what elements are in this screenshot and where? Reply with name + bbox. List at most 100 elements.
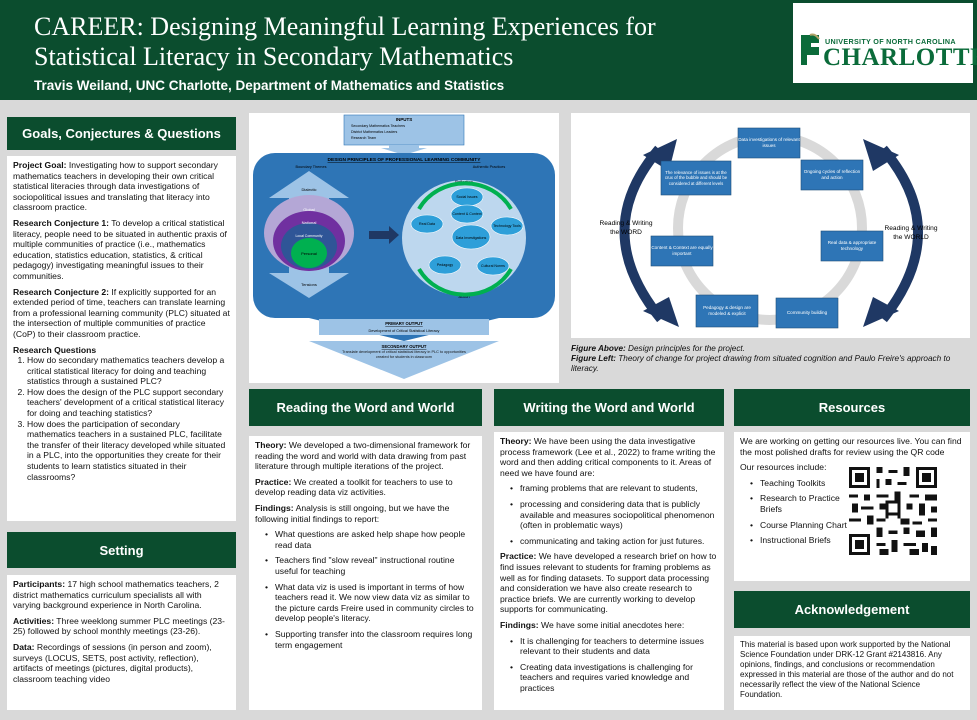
rc1-text: To develop a critical statistical litera… (13, 217, 227, 281)
node-real-data: Real data & appropriate technology (827, 240, 877, 251)
input-item: Research Team (351, 136, 376, 140)
node-content-context: Content & Context are equally important (651, 245, 713, 256)
secondary-output-title: SECONDARY OUTPUT (382, 344, 427, 349)
reading-practice-text: We created a toolkit for teachers to use… (255, 476, 453, 498)
logo-big-text: CHARLOTTE (823, 44, 977, 71)
writing-theory-label: Theory: (500, 436, 532, 446)
poster-authors: Travis Weiland, UNC Charlotte, Departmen… (34, 78, 505, 93)
primary-output-text: Development of Critical Statistical Lite… (369, 329, 440, 333)
rc1-label: Research Conjecture 1: (13, 217, 109, 228)
list-item: What data viz is used is important in te… (265, 582, 476, 624)
question-item: How does the participation of secondary … (27, 419, 230, 483)
secondary-output-text: Translate development of critical statis… (342, 350, 466, 359)
participants-label: Participants: (13, 579, 66, 589)
reading-practice-label: Practice: (255, 476, 292, 487)
goals-panel: Project Goal: Investigating how to suppo… (7, 156, 236, 521)
crown-icon (801, 33, 820, 65)
writing-practice-label: Practice: (500, 551, 537, 562)
resource-item[interactable]: Teaching Toolkits (750, 478, 862, 489)
qr-code[interactable] (849, 467, 937, 555)
layer-local: Local Community (295, 234, 322, 238)
reading-heading: Reading the Word and World (249, 389, 482, 426)
writing-theory-list: framing problems that are relevant to st… (510, 483, 718, 547)
poster-title: CAREER: Designing Meaningful Learning Ex… (34, 12, 656, 71)
node-content: Content & Context (452, 212, 481, 216)
resources-intro: We are working on getting our resources … (740, 436, 962, 457)
resources-heading: Resources (734, 389, 970, 426)
poster-header: CAREER: Designing Meaningful Learning Ex… (0, 0, 977, 100)
rq-label: Research Questions (13, 344, 97, 355)
writing-findings-list: It is challenging for teachers to determ… (510, 636, 718, 694)
reading-findings-text: Analysis is still ongoing, but we have t… (255, 502, 450, 524)
node-cultural: Cultural Norms (481, 264, 505, 268)
caption-above-label: Figure Above: (571, 344, 626, 353)
figure-caption: Figure Above: Design principles for the … (571, 344, 971, 374)
resource-item[interactable]: Research to Practice Briefs (750, 493, 862, 514)
logo-small-text: UNIVERSITY OF NORTH CAROLINA (825, 37, 956, 46)
activities-text: Three weeklong summer PLC meetings (23-2… (13, 615, 225, 637)
goals-heading: Goals, Conjectures & Questions (7, 117, 236, 150)
node-pedagogy: Pedagogy & design are modeled & explicit (703, 305, 751, 316)
caption-above-text: Design principles for the project. (625, 344, 745, 353)
list-item: What questions are asked help shape how … (265, 529, 476, 550)
research-questions: How do secondary mathematics teachers de… (27, 355, 230, 482)
resource-item[interactable]: Instructional Briefs (750, 535, 862, 546)
writing-panel: Theory: We have been using the data inve… (494, 432, 724, 710)
layer-global: Global (303, 207, 315, 212)
participants-text: 17 high school mathematics teachers, 2 d… (13, 579, 219, 611)
layer-personal: Personal (301, 251, 317, 256)
list-item: Creating data investigations is challeng… (510, 662, 718, 694)
caption-left-text: Theory of change for project drawing fro… (571, 354, 951, 373)
rc2-text: If explicitly supported for an extended … (13, 286, 230, 339)
reading-theory-label: Theory: (255, 440, 287, 450)
reading-findings-label: Findings: (255, 502, 294, 513)
question-item: How do secondary mathematics teachers de… (27, 355, 230, 387)
list-item: communicating and taking action for just… (510, 536, 718, 547)
reading-theory-text: We developed a two-dimensional framework… (255, 440, 471, 472)
setting-panel: Participants: 17 high school mathematics… (7, 575, 236, 710)
writing-heading: Writing the Word and World (494, 389, 724, 426)
node-real-data: Real Data (419, 222, 435, 226)
node-ongoing-cycles: Ongoing cycles of reflection and action (803, 169, 861, 180)
layer-national: National (302, 220, 317, 225)
rc2-label: Research Conjecture 2: (13, 286, 109, 297)
node-pedagogy: Pedagogy (437, 263, 453, 267)
node-relevance: The relevance of issues is at the crux o… (664, 170, 728, 186)
activities-label: Activities: (13, 615, 55, 626)
resource-item[interactable]: Course Planning Chart (750, 520, 862, 531)
writing-practice-text: We have developed a research brief on ho… (500, 551, 717, 615)
boundary-label: Boundary Themes (296, 165, 327, 169)
acknowledgement-heading: Acknowledgement (734, 591, 970, 628)
list-item: Supporting transfer into the classroom r… (265, 629, 476, 650)
goal-label: Project Goal: (13, 160, 67, 170)
setting-heading: Setting (7, 532, 236, 568)
input-item: District Mathematics Leaders (351, 130, 398, 134)
list-item: It is challenging for teachers to determ… (510, 636, 718, 657)
node-technology: Technology Tools (493, 224, 521, 228)
reading-panel: Theory: We developed a two-dimensional f… (249, 436, 482, 710)
list-item: Teachers find "slow reveal" instructiona… (265, 555, 476, 576)
primary-output-title: PRIMARY OUTPUT (385, 321, 423, 326)
input-item: Secondary Mathematics Teachers (351, 124, 405, 128)
acknowledgement-panel: This material is based upon work support… (734, 636, 970, 710)
tensions-label: Tensions (301, 282, 317, 287)
question-item: How does the design of the PLC support s… (27, 387, 230, 419)
node-community: Community building (786, 310, 828, 316)
inputs-title: INPUTS (396, 117, 413, 122)
university-logo: UNIVERSITY OF NORTH CAROLINA CHARLOTTE (793, 3, 977, 83)
writing-findings-label: Findings: (500, 619, 539, 630)
dialectic-label: Dialectic (301, 187, 316, 192)
design-principles-figure: INPUTS Secondary Mathematics Teachers Di… (249, 113, 559, 383)
writing-findings-text: We have some initial anecdotes here: (538, 619, 685, 630)
list-item: processing and considering data that is … (510, 499, 718, 531)
authentic-label: Authentic Practices (473, 165, 506, 169)
data-label: Data: (13, 641, 35, 652)
node-data-investigations: Data Investigations (456, 236, 487, 240)
data-text: Recordings of sessions (in person and zo… (13, 641, 212, 684)
reading-findings-list: What questions are asked help shape how … (265, 529, 476, 650)
node-data-investigations: Data investigations of relevant issues (738, 137, 800, 148)
resources-include: Our resources include: (740, 462, 827, 473)
